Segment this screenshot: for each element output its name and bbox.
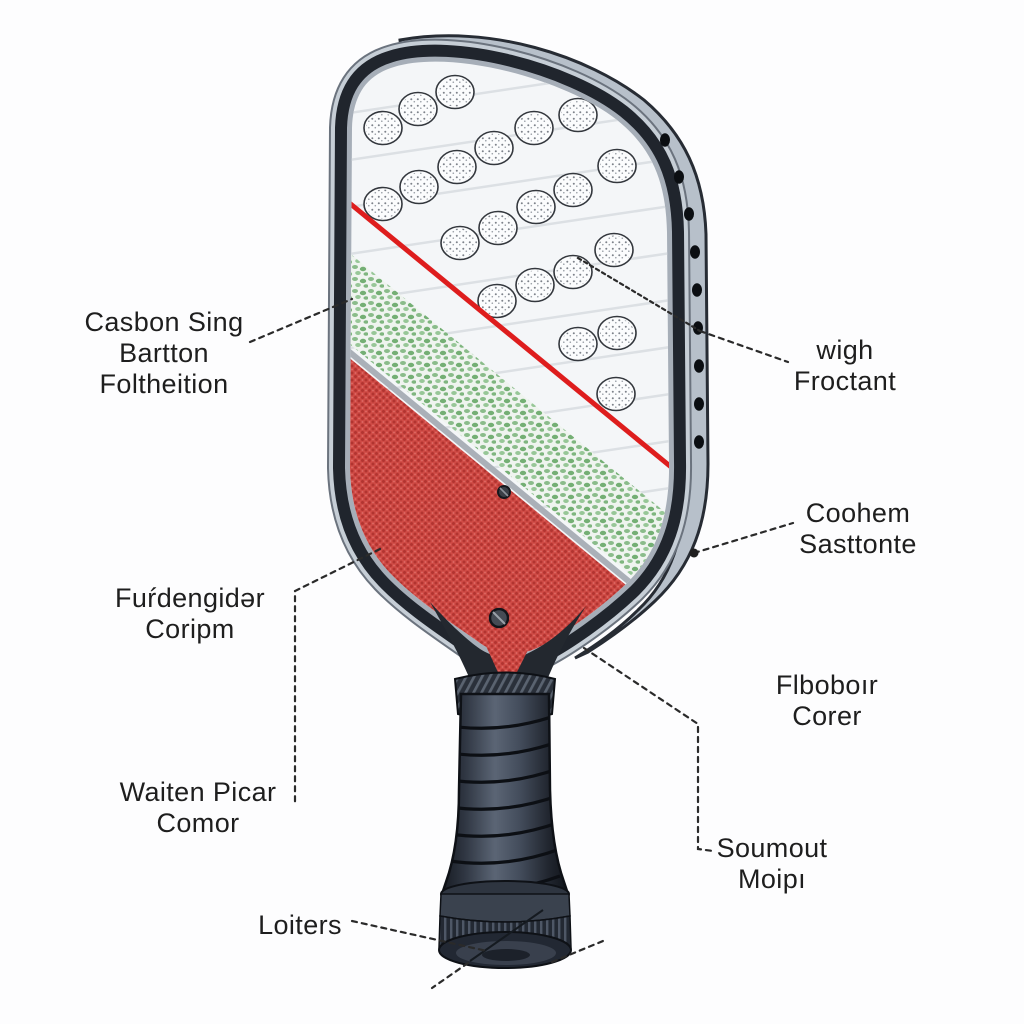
butt-cap: [438, 880, 572, 969]
leader-top-right-b: [698, 329, 790, 364]
face-layers: [350, 61, 670, 654]
fiberglass-layer: [350, 242, 670, 635]
red-accent-line: [350, 190, 670, 496]
label-line: Coohem: [805, 498, 911, 528]
label-bottom-left: Loiters: [258, 910, 342, 941]
label-line: Loiters: [258, 910, 342, 940]
leader-dot: [689, 548, 699, 558]
label-line: Froctant: [793, 366, 897, 396]
label-top-right: wigh Froctant: [794, 335, 896, 397]
label-line: Comor: [156, 808, 240, 838]
leader-top-left: [248, 297, 354, 344]
label-line: Bartton: [119, 338, 209, 368]
label-lower-right: Flboboır Corer: [776, 670, 878, 732]
label-line: Soumout: [716, 833, 828, 863]
label-lower-left: Waiten Picar Comor: [120, 777, 277, 839]
core-layer: [350, 347, 670, 654]
label-mid-left: Fuŕdengidər Coripm: [115, 583, 265, 645]
leader-cap-tail-2: [430, 961, 470, 990]
label-bottom-right: Soumout Moipı: [717, 833, 828, 895]
handle-grip: [440, 692, 570, 896]
label-line: Sasttonte: [799, 529, 917, 559]
leader-left-shared: [293, 547, 382, 805]
label-mid-right: Coohem Sasttonte: [799, 498, 917, 560]
label-line: Moipı: [737, 864, 807, 894]
leader-cap-tail: [550, 939, 605, 964]
label-top-left: Casbon Sing Bartton Foltheition: [84, 307, 243, 400]
label-line: Coripm: [145, 614, 235, 644]
label-line: Waiten Picar: [119, 777, 277, 807]
label-line: Fuŕdengidər: [115, 583, 265, 613]
honeycomb-cells: [363, 74, 637, 412]
core-tip: [486, 646, 530, 692]
edge-holes: [660, 133, 704, 449]
screw: [488, 485, 511, 629]
label-line: Casbon Sing: [84, 307, 244, 337]
leader-bottom-left: [350, 919, 489, 953]
label-line: Foltheition: [99, 369, 229, 399]
leader-mid-right: [692, 521, 795, 555]
leader-bottom-right: [582, 646, 715, 853]
label-line: wigh: [816, 335, 874, 365]
label-line: Flboboır: [775, 670, 879, 700]
leader-top-right-a: [576, 256, 702, 333]
label-line: Corer: [792, 701, 862, 731]
